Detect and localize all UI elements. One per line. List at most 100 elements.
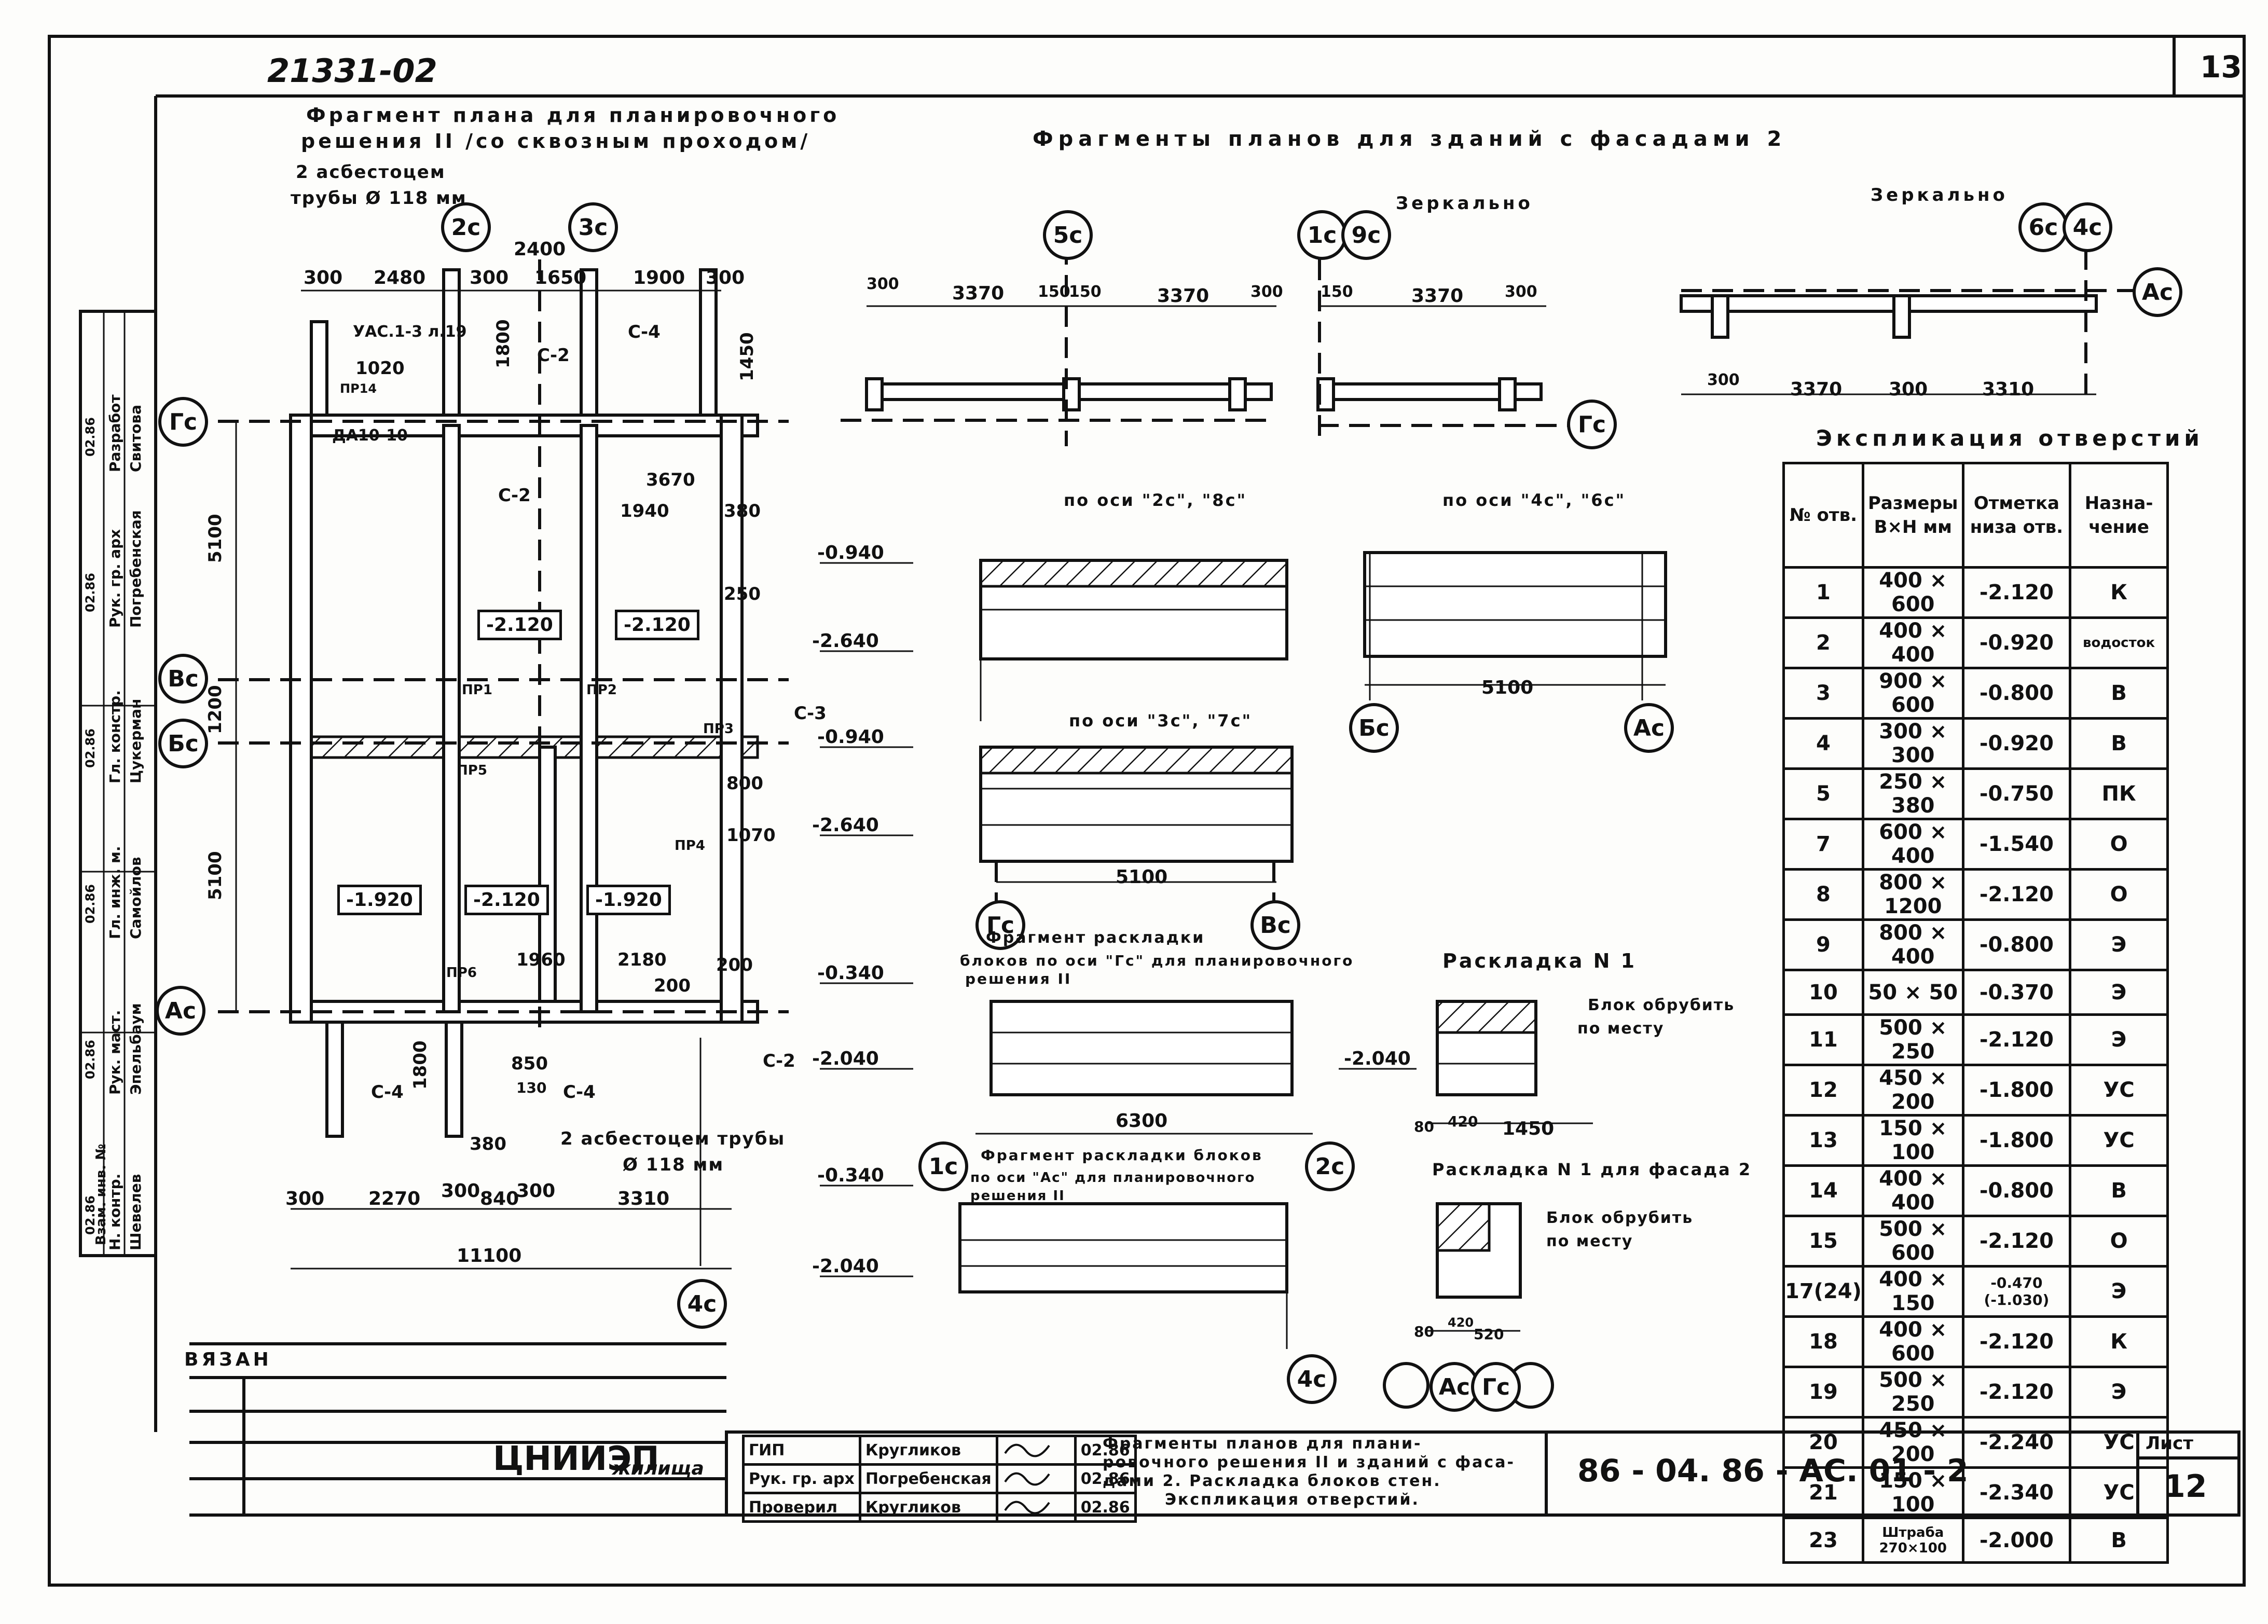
axis-4c-6c-label: по оси "4с", "6с" <box>1442 490 1626 510</box>
w5100b: 5100 <box>1116 866 1168 888</box>
spec-cell-mark: -2.120 <box>1961 1366 2072 1419</box>
axis-2c-8c-label: по оси "2с", "8с" <box>1064 490 1247 510</box>
spec-h-purpose: Назна-чение <box>2069 462 2169 569</box>
f3-3370: 3370 <box>1790 379 1843 400</box>
r1-1450: 1450 <box>1502 1118 1555 1139</box>
spec-cell-no: 13 <box>1782 1114 1864 1167</box>
stamp-role: ГИП <box>742 1435 861 1466</box>
plan-bot-840: 840 <box>480 1188 519 1209</box>
axis-vc-left: Вс <box>158 654 208 704</box>
frag-gc-3: решения II <box>965 970 1072 987</box>
r1-420: 420 <box>1448 1113 1478 1130</box>
spec-cell-mark: -2.120 <box>1961 1315 2072 1368</box>
handwritten-code: 21331-02 <box>267 52 437 90</box>
spec-cell-no: 23 <box>1782 1517 1864 1564</box>
spec-title: Экспликация отверстий <box>1816 425 2204 451</box>
frag-ac-3: решения II <box>970 1188 1065 1204</box>
tag-200b: 200 <box>654 975 691 996</box>
elev-mark-7: -0.340 <box>817 1165 884 1186</box>
plan-left-1200: 1200 <box>205 685 226 734</box>
spec-cell-purpose: ПК <box>2069 767 2169 820</box>
spec-cell-mark: -1.800 <box>1961 1064 2072 1117</box>
elev-mark-4: -2.640 <box>812 815 879 836</box>
axis-gc-elev: Гс <box>975 900 1025 950</box>
axis-1c-elev: 1с <box>918 1141 968 1191</box>
room-elev-b: -2.120 <box>615 610 699 640</box>
stamp-name: Кругликов <box>858 1435 998 1466</box>
spec-cell-mark: -0.920 <box>1961 717 2072 770</box>
stamp-date: 02.86 <box>1074 1435 1137 1466</box>
spec-cell-no: 1 <box>1782 566 1864 619</box>
plan-bot-300c: 300 <box>516 1180 556 1202</box>
stamp-date: 02.86 <box>1074 1492 1137 1523</box>
spec-h-size: Размеры В×Н мм <box>1861 462 1964 569</box>
room-elev-e: -1.920 <box>586 885 671 915</box>
mirror-label-1: Зеркально <box>1396 193 1533 214</box>
spec-cell-size: 400 × 600 <box>1861 1315 1964 1368</box>
spec-cell-mark: -0.800 <box>1961 1164 2072 1217</box>
spec-cell-mark: -0.800 <box>1961 918 2072 971</box>
spec-cell-purpose: Э <box>2069 918 2169 971</box>
f2-3370: 3370 <box>1411 285 1464 307</box>
spec-cell-mark: -0.470 (-1.030) <box>1961 1265 2072 1318</box>
tag-pr2: ПР2 <box>586 682 617 698</box>
spec-cell-purpose: К <box>2069 566 2169 619</box>
left-stamp-role: Рук. маст. <box>106 1010 123 1095</box>
spec-cell-size: 800 × 1200 <box>1861 868 1964 921</box>
spec-cell-no: 7 <box>1782 818 1864 871</box>
tag-c2-bottom: С-2 <box>763 1051 795 1071</box>
spec-cell-mark: -2.120 <box>1961 1215 2072 1268</box>
tag-c2-mid: С-2 <box>498 485 531 506</box>
spec-cell-no: 18 <box>1782 1315 1864 1368</box>
axis-2c: 2с <box>441 202 491 252</box>
f2-150: 150 <box>1321 283 1353 301</box>
spec-cell-no: 2 <box>1782 616 1864 669</box>
left-stamp-name: Цукерман <box>127 698 144 783</box>
plan-dim-2400: 2400 <box>514 239 566 260</box>
spec-row: 17(24)400 × 150-0.470 (-1.030)Э <box>1782 1265 2169 1318</box>
spec-cell-mark: -0.370 <box>1961 969 2072 1016</box>
spec-cell-size: 500 × 600 <box>1861 1215 1964 1268</box>
spec-cell-mark: -2.340 <box>1961 1466 2072 1519</box>
elev-mark-2: -2.640 <box>812 630 879 652</box>
block-note2-a: Блок обрубить <box>1546 1209 1694 1227</box>
sheet-title-1: Фрагменты планов для плани- <box>1103 1435 1422 1453</box>
spec-cell-no: 14 <box>1782 1164 1864 1217</box>
spec-cell-mark: -0.800 <box>1961 667 2072 720</box>
tag-800: 800 <box>726 773 763 794</box>
spec-cell-purpose: УС <box>2069 1064 2169 1117</box>
spec-cell-size: 500 × 250 <box>1861 1013 1964 1066</box>
frag-gc-1: Фрагмент раскладки <box>986 929 1205 947</box>
plan-dim-2480: 2480 <box>374 267 426 288</box>
spec-header-row: № отв. Размеры В×Н мм Отметка низа отв. … <box>1782 462 2169 569</box>
block-note1-b: по месту <box>1577 1020 1665 1038</box>
elev-mark-6: -2.040 <box>812 1048 879 1069</box>
left-stamp-date: 02.86 <box>83 417 98 457</box>
axis-4c-elev: 4с <box>1287 1354 1337 1404</box>
left-stamp-side: Взам. инв. № <box>93 1144 109 1246</box>
spec-cell-no: 15 <box>1782 1215 1864 1268</box>
tag-c3: С-3 <box>794 703 827 724</box>
spec-cell-mark: -1.540 <box>1961 818 2072 871</box>
tag-1800-bottom: 1800 <box>410 1040 431 1090</box>
axis-1c-top: 1с <box>1297 210 1347 260</box>
spec-cell-purpose: Э <box>2069 1265 2169 1318</box>
axis-3c-7c-label: по оси "3с", "7с" <box>1069 711 1253 731</box>
elevations-lines <box>820 551 1667 1349</box>
left-stamp-date: 02.86 <box>83 573 98 612</box>
axis-3c: 3с <box>568 202 618 252</box>
tag-c2-top: С-2 <box>537 345 570 366</box>
sheet-title-4: Экспликация отверстий. <box>1165 1491 1420 1509</box>
axis-2c-elev: 2с <box>1305 1141 1355 1191</box>
spec-cell-purpose: В <box>2069 1164 2169 1217</box>
spec-cell-purpose: водосток <box>2069 616 2169 669</box>
frag-ac-1: Фрагмент раскладки блоков <box>981 1147 1263 1164</box>
left-stamp-name: Эпельбаум <box>127 1003 144 1095</box>
stamp-role: Рук. гр. арх <box>742 1463 861 1494</box>
